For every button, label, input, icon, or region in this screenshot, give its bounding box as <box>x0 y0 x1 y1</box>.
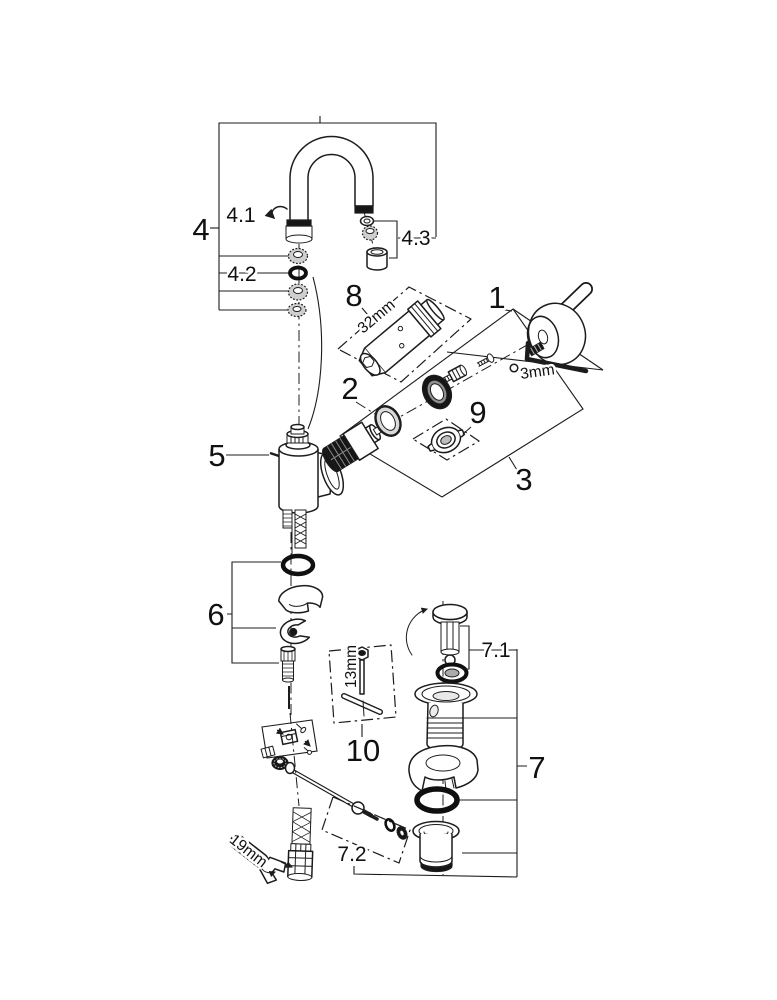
callout-fastening-set: 6 <box>207 597 224 632</box>
callout-body: 5 <box>208 438 225 473</box>
spout <box>285 135 374 244</box>
waste-set <box>353 601 527 878</box>
escutcheon-wedge <box>278 584 324 614</box>
spout-group-bracket <box>210 116 437 311</box>
faucet-body <box>226 423 345 514</box>
dome-cap-ring <box>421 374 453 410</box>
clamp-nut <box>279 728 299 746</box>
handle-assembly <box>443 282 593 383</box>
rotate-arrow <box>405 607 428 656</box>
rod-socket-tool <box>328 644 397 737</box>
retaining-clip <box>264 205 288 220</box>
callout-waste-set: 7 <box>528 750 545 785</box>
rod-o-ring <box>384 818 396 832</box>
handle-screw <box>476 353 495 367</box>
socket-tool-32mm <box>337 286 472 383</box>
seal-leader-curve <box>307 276 323 430</box>
callout-aerator: 4.3 <box>401 227 430 250</box>
callout-cartridge-group: 3 <box>515 462 532 497</box>
connection-hoses <box>282 509 307 557</box>
threaded-stud <box>280 645 296 709</box>
callout-rod-linkage: 7.2 <box>337 843 366 866</box>
rod-tool-size-label: 13mm <box>343 645 360 688</box>
cartridge-group-leader <box>508 456 518 471</box>
cartridge-flange-cap <box>412 418 480 461</box>
spout-collar-band <box>286 219 312 227</box>
callout-mounting-ring: 2 <box>341 371 358 406</box>
mounting-ring <box>374 405 402 437</box>
callout-spout-group: 4 <box>192 212 209 247</box>
callout-spout-clip: 4.1 <box>226 204 255 227</box>
open-end-wrench: 19mm <box>223 829 293 885</box>
hex-size-label: 3mm <box>519 361 555 383</box>
callout-plug-seal: 7.1 <box>481 639 510 662</box>
wrench-size-label: 19mm <box>226 831 270 871</box>
callout-seal-set: 4.2 <box>227 263 256 286</box>
waste-tailpiece <box>412 820 460 873</box>
waste-bracket <box>459 649 527 877</box>
fastening-set <box>227 532 324 718</box>
callout-socket-tool: 8 <box>345 278 362 313</box>
pop-up-plug <box>432 603 468 666</box>
clamp-screw <box>296 723 307 734</box>
callout-handle: 1 <box>488 280 505 315</box>
plug-cap <box>509 363 519 373</box>
hex-key <box>524 340 589 374</box>
o-ring <box>288 265 308 281</box>
callout-rod-tool: 10 <box>346 733 380 768</box>
pull-rod-linkage <box>260 719 411 864</box>
wedge-gasket <box>408 744 479 792</box>
callout-labels: 4 4.1 4.2 4.3 8 32mm 1 3mm 2 9 3 5 6 10 … <box>190 202 558 869</box>
aerator-parts <box>359 215 436 271</box>
waste-o-ring <box>414 786 460 814</box>
rod-washer <box>396 826 408 840</box>
waste-body <box>414 682 478 752</box>
swivel-seal-stack <box>287 247 309 318</box>
cartridge-group-outline <box>339 308 584 498</box>
set-screw <box>527 341 545 357</box>
plug-seal <box>435 662 469 684</box>
plug-bracket <box>460 625 470 670</box>
cartridge <box>322 421 386 473</box>
small-nut <box>260 745 276 759</box>
base-o-ring <box>280 553 316 577</box>
horseshoe-clamp <box>279 618 311 645</box>
callout-flange: 9 <box>469 395 486 430</box>
body-pin <box>269 451 280 458</box>
supply-hose <box>287 712 314 882</box>
handle-adapter <box>443 364 468 383</box>
spout-tip-band <box>354 205 374 214</box>
handle-group-leader <box>498 308 513 312</box>
